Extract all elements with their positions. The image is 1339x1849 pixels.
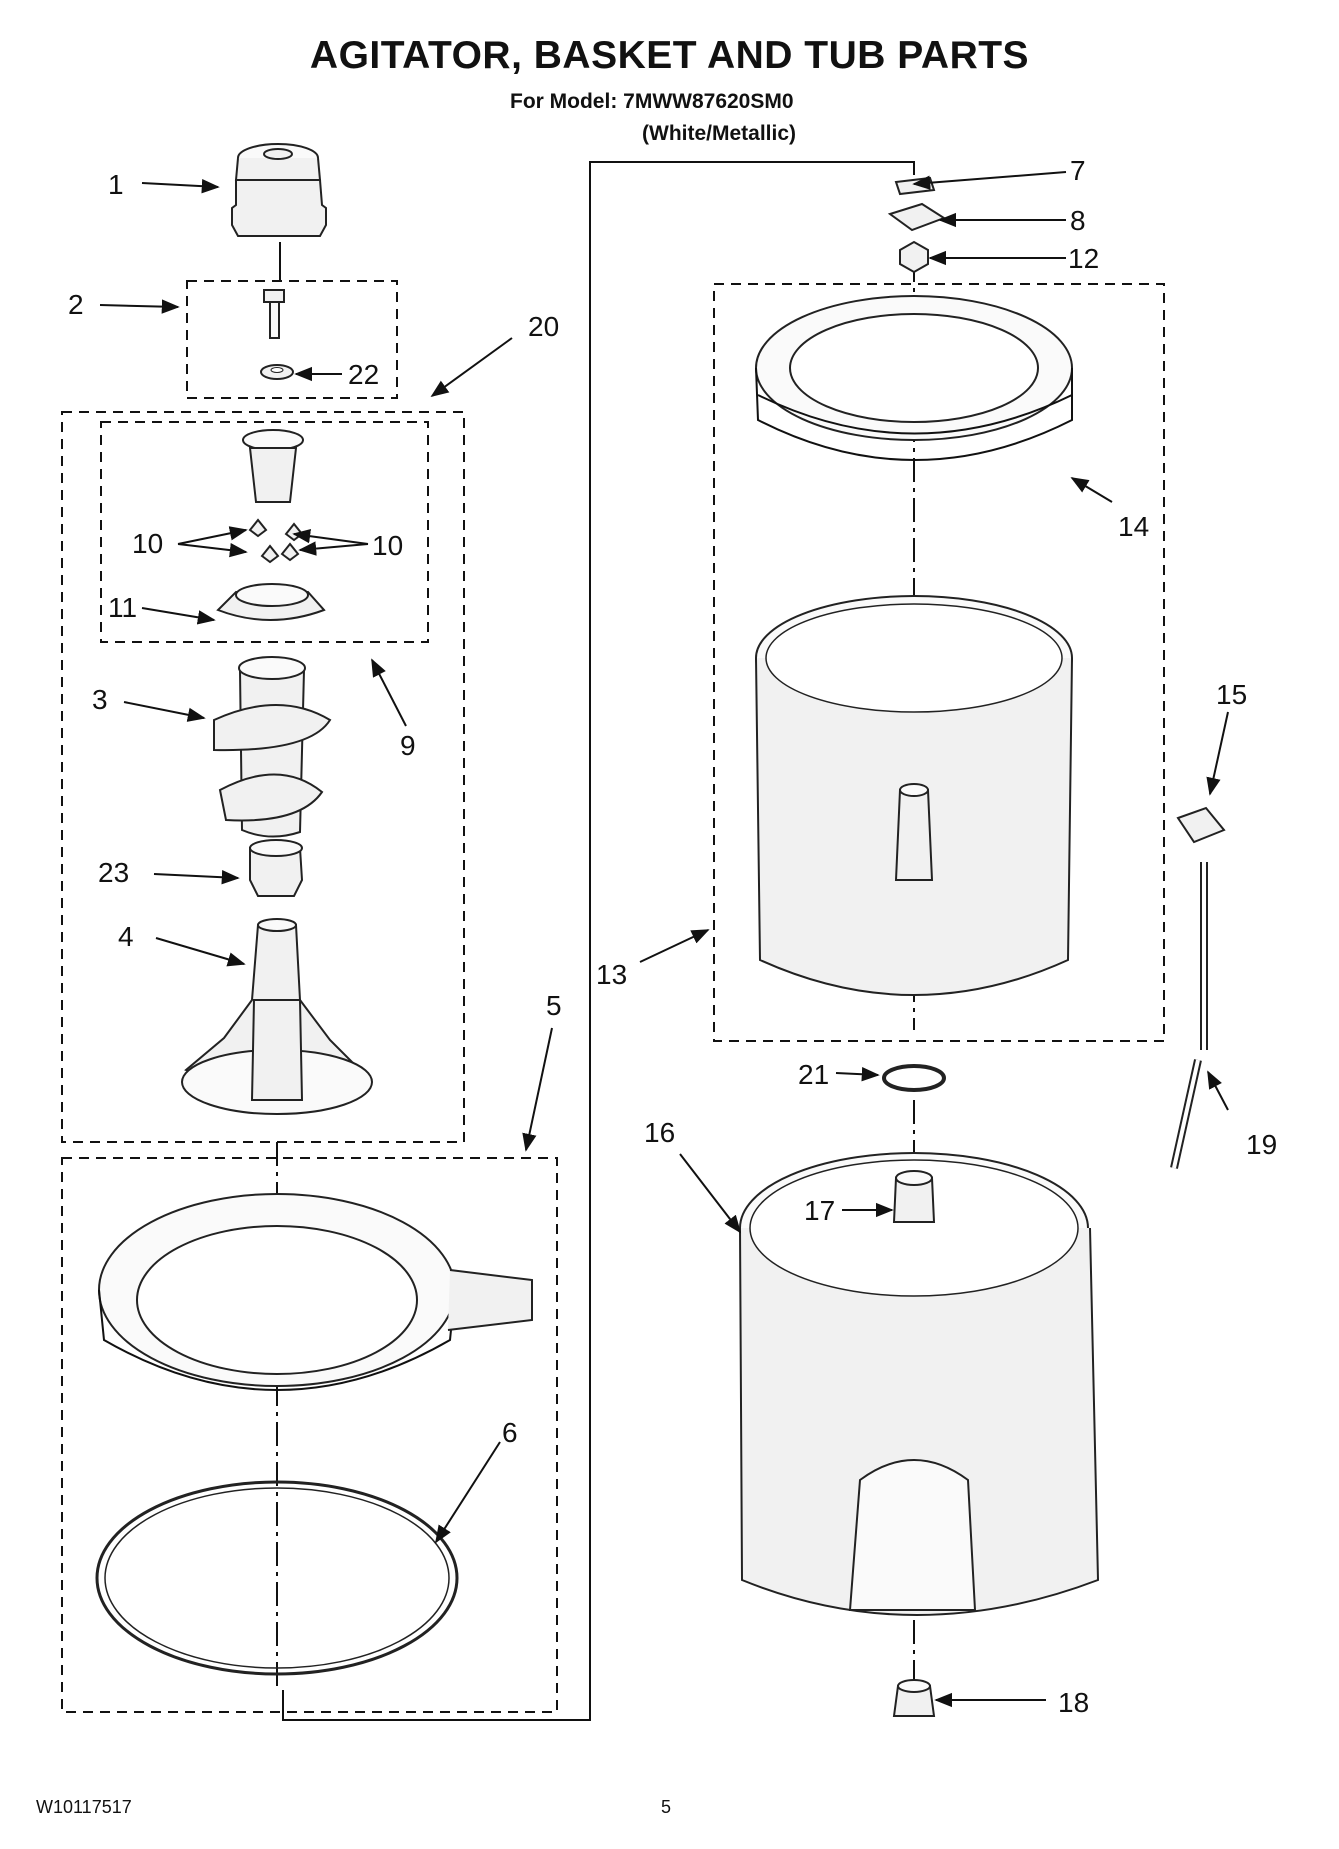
callout-7: 7: [1070, 155, 1086, 186]
callout-12: 12: [1068, 243, 1099, 274]
callout-4: 4: [118, 921, 134, 952]
callout-16: 16: [644, 1117, 675, 1148]
part-tube-icon: [1170, 862, 1208, 1169]
group-box-13: [713, 283, 1165, 1042]
color-line: (White/Metallic): [642, 122, 797, 145]
callout-5: 5: [546, 990, 562, 1021]
doc-number: W10117517: [36, 1797, 132, 1817]
part-agitator-cap-icon: [231, 143, 327, 237]
callout-3: 3: [92, 684, 108, 715]
part-clamp-icon: [882, 1064, 946, 1092]
page-number: 5: [661, 1797, 672, 1817]
part-tub-icon: [739, 1152, 1100, 1616]
group-box-2: [186, 280, 398, 399]
part-cam-ring-icon: [216, 583, 326, 621]
model-line: For Model: 7MWW87620SM0: [510, 90, 794, 113]
part-plate-icon: [887, 202, 947, 232]
callout-14: 14: [1118, 511, 1149, 542]
callout-18: 18: [1058, 1687, 1089, 1718]
callout-13: 13: [596, 959, 627, 990]
part-nut-icon: [899, 240, 929, 274]
callout-2: 2: [68, 289, 84, 320]
part-tub-ring-icon: [98, 1193, 533, 1391]
callout-9: 9: [400, 730, 416, 761]
callout-20: 20: [528, 311, 559, 342]
part-agitator-base-icon: [181, 918, 373, 1115]
part-washer-icon: [260, 364, 294, 380]
part-drive-bell-icon: [249, 839, 304, 897]
part-agitator-barrel-icon: [213, 656, 332, 838]
callout-10-right: 10: [372, 530, 403, 561]
part-drain-nozzle-icon: [892, 1679, 936, 1717]
callout-10-left: 10: [132, 528, 163, 559]
page-title: AGITATOR, BASKET AND TUB PARTS: [309, 34, 1030, 77]
part-basket-icon: [755, 595, 1073, 996]
callout-8: 8: [1070, 205, 1086, 236]
callout-labels: 1 2 3 4 5 6 7 8 9 10 10 11 12 13 14 15 1…: [68, 155, 1277, 1718]
part-bolt-icon: [263, 289, 285, 339]
part-agitator-dogs-icon: [248, 518, 304, 564]
part-agitator-cam-icon: [242, 429, 304, 503]
part-balance-ring-icon: [755, 295, 1073, 461]
part-clip-icon: [1176, 806, 1226, 844]
callout-11: 11: [108, 592, 137, 623]
callout-21: 21: [798, 1059, 829, 1090]
callout-17: 17: [804, 1195, 835, 1226]
leader-arrows: [99, 171, 1229, 1708]
callout-15: 15: [1216, 679, 1247, 710]
callout-23: 23: [98, 857, 129, 888]
part-tub-seal-icon: [95, 1480, 459, 1676]
callout-22: 22: [348, 359, 379, 390]
callout-19: 19: [1246, 1129, 1277, 1160]
part-tub-bearing-icon: [892, 1170, 936, 1223]
callout-6: 6: [502, 1417, 518, 1448]
group-box-5: [61, 1157, 558, 1713]
part-spanner-nut-icon: [894, 176, 936, 196]
callout-1: 1: [108, 169, 124, 200]
group-box-20: [61, 411, 465, 1143]
